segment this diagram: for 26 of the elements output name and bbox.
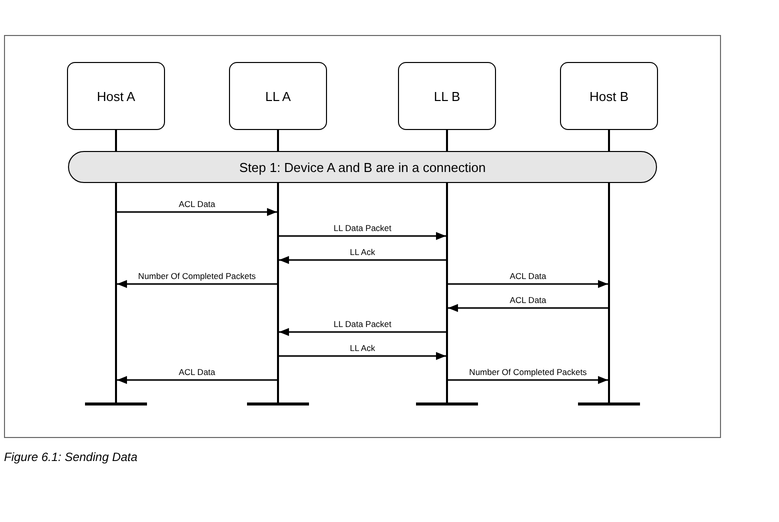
message-arrow [279, 352, 446, 360]
participant-box: LL A [229, 62, 327, 130]
message-label: LL Data Packet [334, 223, 392, 233]
message-arrow [279, 256, 446, 264]
message-label: ACL Data [178, 367, 216, 377]
message-arrow [117, 280, 277, 288]
participant-box: LL B [398, 62, 496, 130]
message-arrow [448, 376, 608, 384]
message-label: Number Of Completed Packets [138, 271, 256, 281]
step-band: Step 1: Device A and B are in a connection [68, 151, 657, 183]
message-label: Number Of Completed Packets [469, 367, 587, 377]
message-label: ACL Data [178, 199, 216, 209]
message-label: LL Ack [350, 343, 376, 353]
message-arrow [448, 280, 608, 288]
message-arrow [279, 328, 446, 336]
message-label: LL Data Packet [334, 319, 392, 329]
participant-box: Host A [67, 62, 165, 130]
message-label: ACL Data [510, 271, 546, 281]
message-arrow [117, 208, 277, 216]
message-arrow [448, 304, 608, 312]
message-arrow [117, 376, 277, 384]
message-label: ACL Data [510, 295, 546, 305]
message-arrow [279, 232, 446, 240]
message-label: LL Ack [350, 247, 376, 257]
participant-box: Host B [560, 62, 658, 130]
figure-caption: Figure 6.1: Sending Data [4, 450, 138, 464]
